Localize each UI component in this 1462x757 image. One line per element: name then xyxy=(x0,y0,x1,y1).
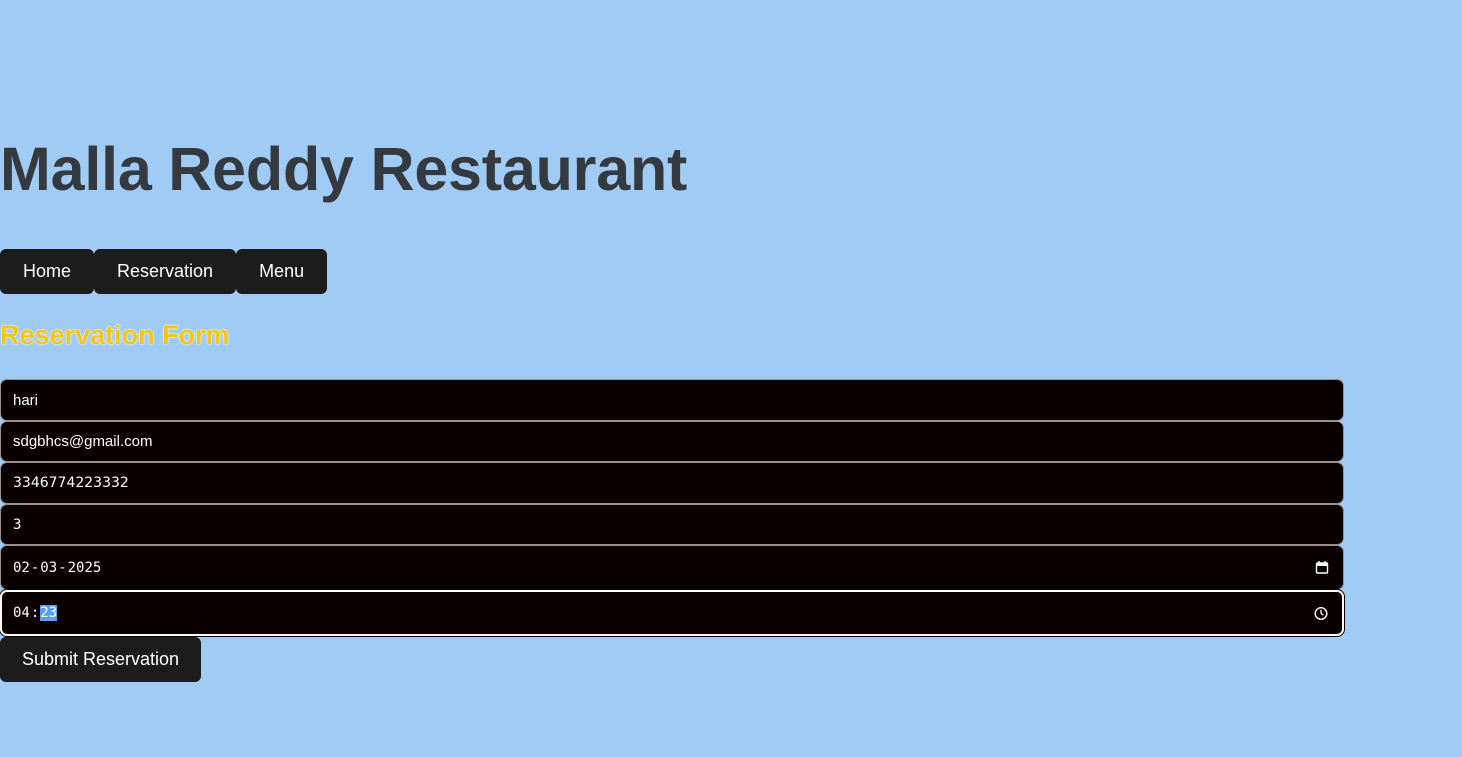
nav-reservation-button[interactable]: Reservation xyxy=(94,249,237,294)
form-title: Reservation Form xyxy=(0,320,230,350)
date-separator: - xyxy=(30,559,40,576)
date-month-segment[interactable]: 03 xyxy=(40,559,58,576)
time-minute-segment[interactable]: 23 xyxy=(40,605,58,621)
date-input[interactable]: 02-03-2025 xyxy=(0,545,1344,590)
guests-input[interactable]: 3 xyxy=(0,504,1344,545)
calendar-icon[interactable] xyxy=(1314,560,1329,575)
email-input[interactable]: sdgbhcs@gmail.com xyxy=(0,421,1344,462)
date-day-segment[interactable]: 02 xyxy=(13,559,30,576)
main-nav: Home Reservation Menu xyxy=(0,249,328,294)
time-input[interactable]: 04:23 xyxy=(0,590,1344,636)
guests-input-value: 3 xyxy=(13,516,22,533)
phone-input[interactable]: 3346774223332 xyxy=(0,462,1344,504)
time-separator: : xyxy=(30,605,40,621)
date-year-segment[interactable]: 2025 xyxy=(67,559,102,576)
name-input-value: hari xyxy=(13,391,39,409)
nav-home-button[interactable]: Home xyxy=(0,249,95,294)
submit-reservation-button[interactable]: Submit Reservation xyxy=(0,637,202,682)
time-hour-segment[interactable]: 04 xyxy=(13,605,30,621)
email-input-value: sdgbhcs@gmail.com xyxy=(13,433,153,450)
page-title: Malla Reddy Restaurant xyxy=(0,135,688,203)
date-separator: - xyxy=(58,559,67,576)
name-input[interactable]: hari xyxy=(0,379,1344,421)
clock-icon[interactable] xyxy=(1313,606,1328,621)
phone-input-value: 3346774223332 xyxy=(13,475,129,491)
nav-menu-button[interactable]: Menu xyxy=(236,249,328,294)
